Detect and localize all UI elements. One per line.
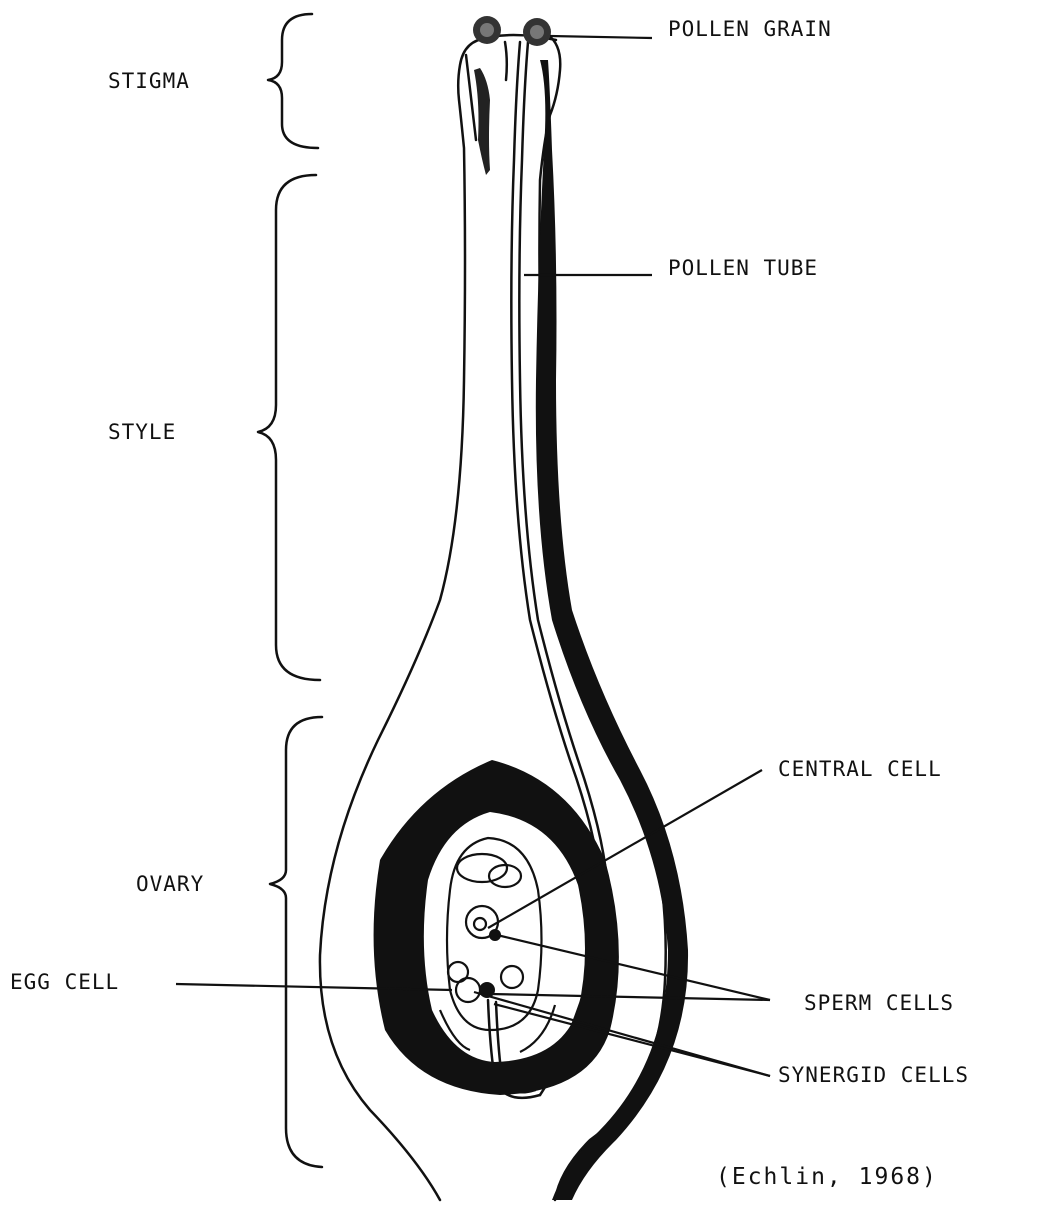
pollen-grain-icon [473,16,551,46]
style-brace [258,175,320,680]
egg-cell [456,978,480,1002]
leader-sperm-2 [490,994,770,1000]
antipodal-cell [457,854,507,882]
label-style: STYLE [108,420,176,444]
label-stigma: STIGMA [108,69,190,93]
stigma-strand [474,68,490,175]
style-wall [536,60,688,1200]
label-pollen-grain: POLLEN GRAIN [668,17,832,41]
ovary-brace [270,717,322,1167]
stigma-brace [268,14,318,148]
label-synergid-cells: SYNERGID CELLS [778,1063,969,1087]
label-pollen-tube: POLLEN TUBE [668,256,818,280]
leader-pollen-grain [550,36,652,38]
label-central-cell: CENTRAL CELL [778,757,942,781]
citation: (Echlin, 1968) [716,1164,938,1190]
label-ovary: OVARY [136,872,204,896]
label-egg-cell: EGG CELL [10,970,119,994]
label-sperm-cells: SPERM CELLS [804,991,954,1015]
